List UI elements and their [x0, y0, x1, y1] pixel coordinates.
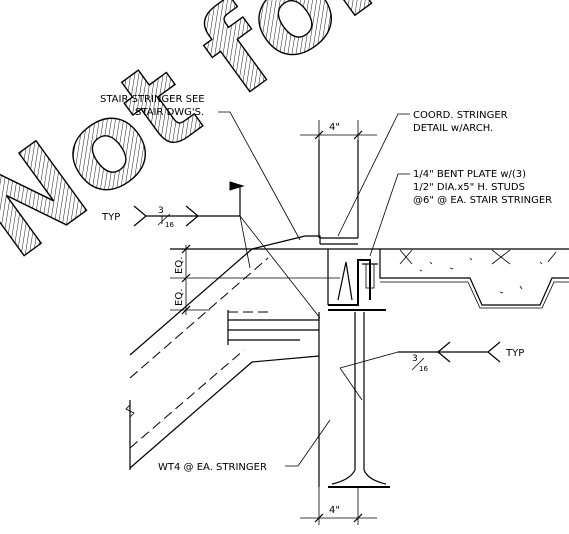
stair-stringer-label-1: STAIR STRINGER SEE: [100, 94, 205, 105]
coord-stringer-label-2: DETAIL w/ARCH.: [413, 123, 493, 134]
eq-lower-label: EQ.: [174, 289, 185, 306]
dimension-top: 4": [300, 120, 377, 140]
weld-right-den: 16: [419, 365, 428, 373]
weld-left-num: 3: [158, 206, 164, 216]
column: [318, 140, 359, 487]
dimension-bottom: 4": [300, 487, 377, 525]
weld-right-typ: TYP: [505, 348, 524, 359]
eq-upper-label: EQ.: [174, 257, 185, 274]
stair-stringer-label-2: STAIR DWG'S.: [135, 107, 204, 118]
bent-plate: [328, 259, 378, 306]
weld-right-num: 3: [412, 354, 418, 364]
stair-stringer: [125, 235, 358, 470]
wt4-label: WT4 @ EA. STRINGER: [158, 462, 267, 473]
dim-top-label: 4": [329, 122, 340, 133]
bent-plate-label-1: 1/4" BENT PLATE w/(3): [413, 169, 526, 180]
wt4-leader: [285, 419, 331, 467]
bent-plate-label-2: 1/2" DIA.x5" H. STUDS: [413, 182, 525, 193]
stair-stringer-leader: [218, 111, 301, 241]
bent-plate-leader: [369, 173, 410, 257]
wt4-section: [328, 309, 390, 488]
coord-stringer-label-1: COORD. STRINGER: [413, 110, 508, 121]
weld-symbol-right: 3 16 TYP: [339, 341, 524, 401]
weld-symbol-left: TYP 3 16: [101, 181, 321, 319]
eq-dimensions: EQ. EQ.: [170, 244, 340, 315]
weld-left-den: 16: [165, 221, 174, 229]
bent-plate-label-3: @6" @ EA. STAIR STRINGER: [413, 195, 552, 206]
floor-slab: [170, 248, 569, 309]
watermark-text: Not for Plan: [0, 0, 569, 285]
weld-left-typ: TYP: [101, 212, 120, 223]
coord-stringer-leader: [337, 113, 410, 237]
dim-bottom-label: 4": [329, 505, 340, 516]
